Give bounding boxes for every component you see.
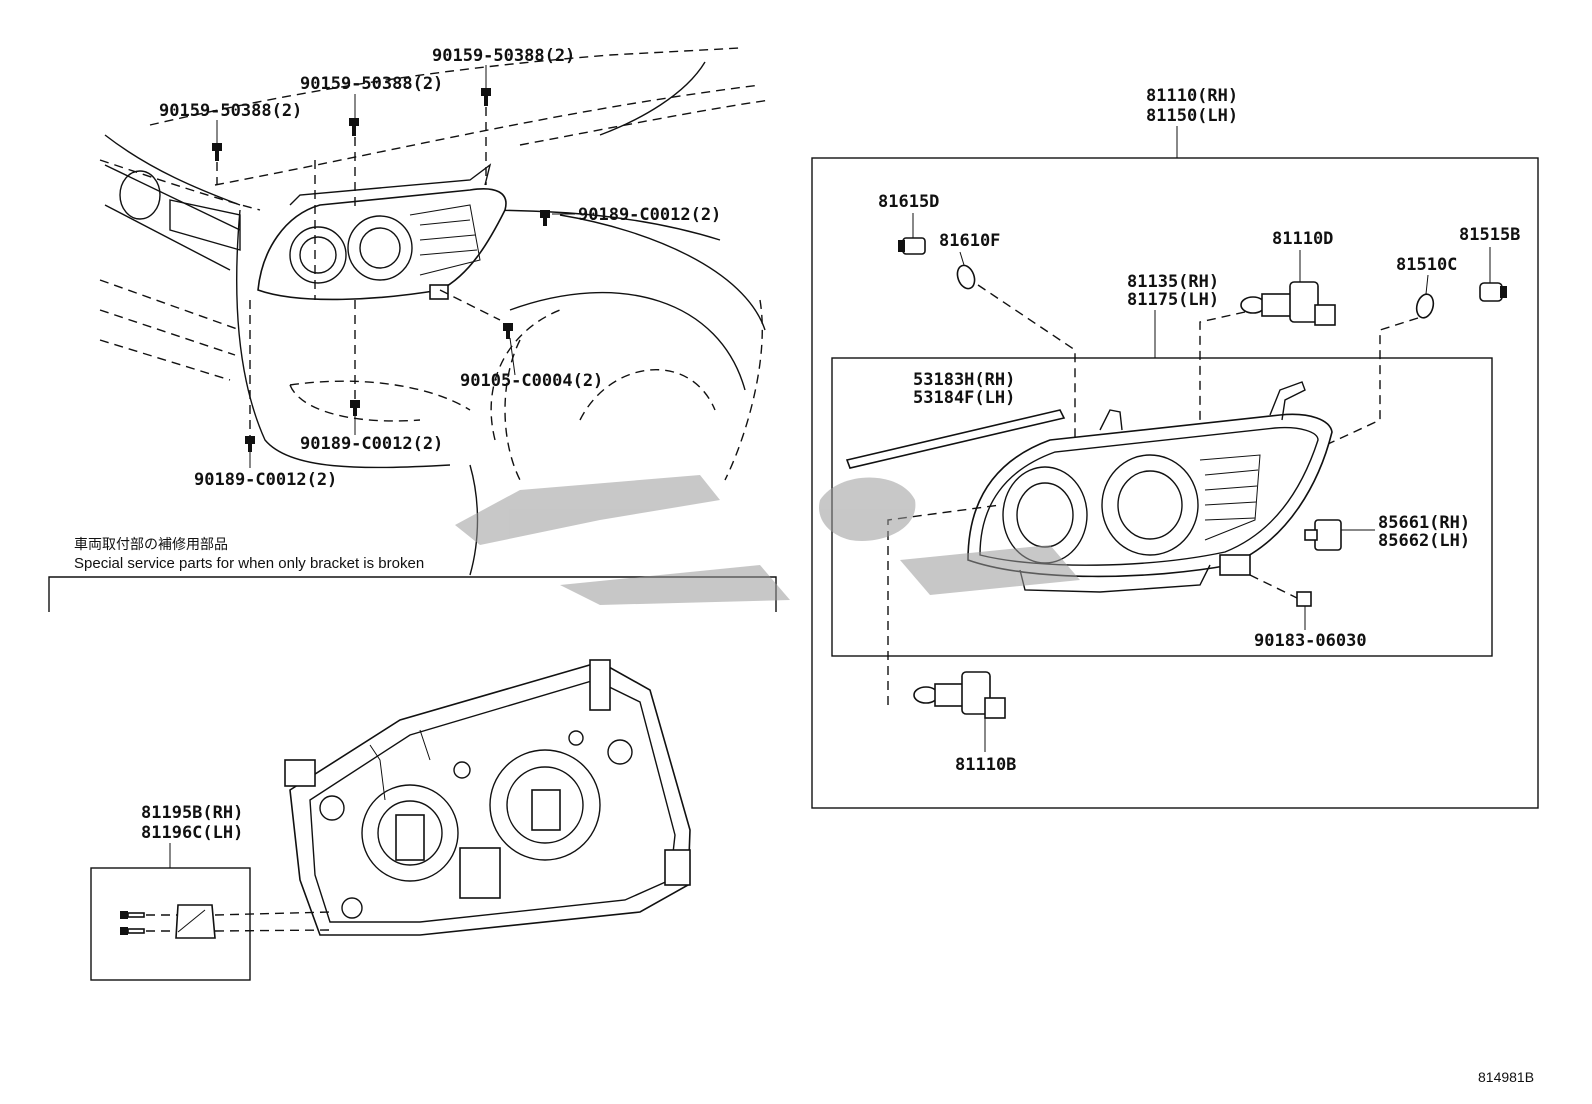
vehicle-front-drawing: 90159-50388(2) 90159-50388(2) 90159-5038… [99,46,771,576]
service-parts-section: 車両取付部の補修用部品 Special service parts for wh… [48,536,777,981]
bulb-icon [1240,281,1336,326]
bolt-icon [503,323,513,339]
callout-90189-C0012: 90189-C0012(2) [194,470,337,490]
bulb-icon [913,671,1006,719]
headlamp-assembly-group: 81110(RH) 81150(LH) 81615D 81610F 81110D… [811,86,1539,809]
bracket-icon [175,904,216,939]
callout-90189-C0012: 90189-C0012(2) [300,434,443,454]
screw-icon [120,911,145,919]
callout-85661-rh: 85661(RH) [1378,513,1470,533]
note-jp: 車両取付部の補修用部品 [74,536,228,553]
bolt-icon [245,436,255,452]
watermark-logo [455,475,1080,605]
callout-81175-lh: 81175(LH) [1127,290,1219,310]
callout-53183H-rh: 53183H(RH) [913,370,1015,390]
figure-id: 814981B [1478,1069,1534,1085]
callout-90189-C0012: 90189-C0012(2) [578,205,721,225]
screw-icon [1296,591,1312,607]
assembly-frame [811,157,1539,809]
callout-81195B-rh: 81195B(RH) [141,803,243,823]
headlamp-installed [257,163,507,301]
callout-90159-50388: 90159-50388(2) [159,101,302,121]
callout-90159-50388: 90159-50388(2) [432,46,575,66]
socket-icon [898,237,926,255]
callout-81515B: 81515B [1459,225,1520,245]
trim-strip [845,409,1066,469]
bolt-icon [350,400,360,416]
bracket-icon [1304,519,1342,551]
callout-90183-06030: 90183-06030 [1254,631,1367,651]
bolt-icon [540,210,550,226]
bolt-icon [212,143,222,161]
callout-81610F: 81610F [939,231,1000,251]
callout-81510C: 81510C [1396,255,1457,275]
callout-81615D: 81615D [878,192,939,212]
headlamp-unit [967,381,1333,593]
callout-90105-C0004: 90105-C0004(2) [460,371,603,391]
callout-81110B: 81110B [955,755,1016,775]
headlamp-rear-view [284,659,691,936]
bolt-icon [481,88,491,106]
callout-53184F-lh: 53184F(LH) [913,388,1015,408]
screw-icon [120,927,145,935]
callout-81110-rh: 81110(RH) [1146,86,1238,106]
callout-85662-lh: 85662(LH) [1378,531,1470,551]
callout-81150-lh: 81150(LH) [1146,106,1238,126]
bulb-icon [1415,293,1435,319]
callout-81196C-lh: 81196C(LH) [141,823,243,843]
callout-81135-rh: 81135(RH) [1127,272,1219,292]
callout-81110D: 81110D [1272,229,1333,249]
bulb-icon [956,264,976,290]
bracket-kit-frame [90,867,251,981]
bolt-icon [349,118,359,136]
callout-90159-50388: 90159-50388(2) [300,74,443,94]
note-en: Special service parts for when only brac… [74,555,424,572]
socket-icon [1479,282,1507,302]
